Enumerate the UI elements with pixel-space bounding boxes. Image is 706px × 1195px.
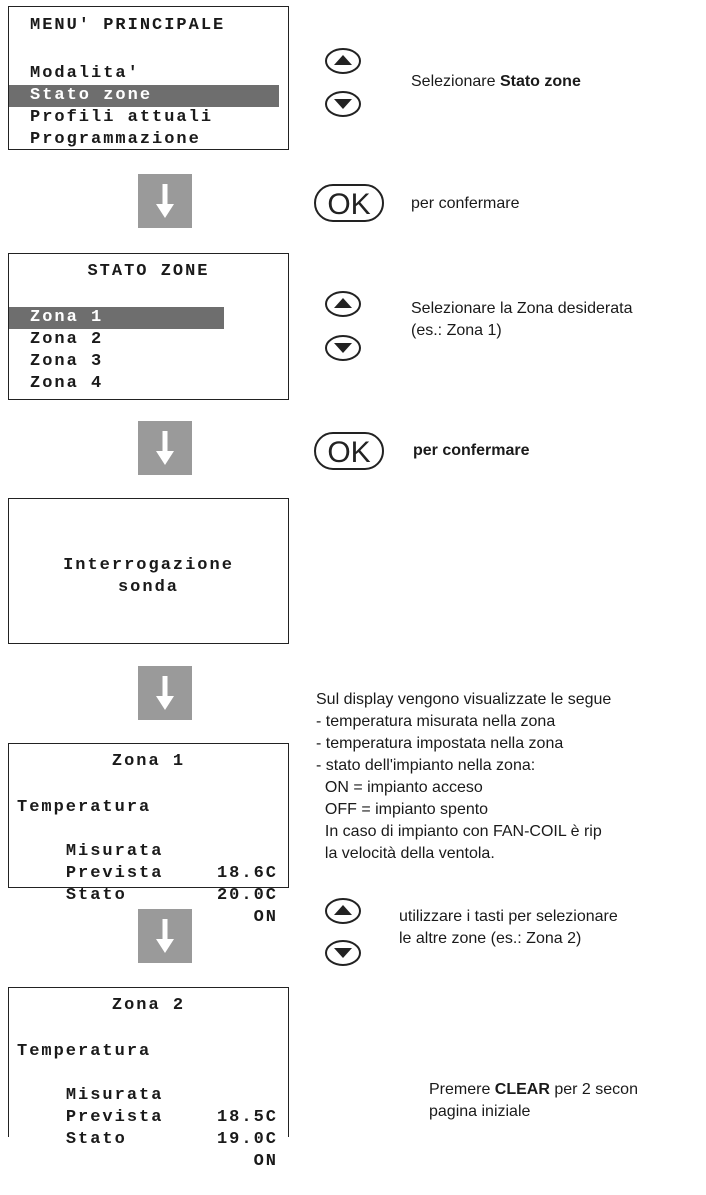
reading-row: Stato ON [9, 863, 288, 927]
flow-arrow-down-icon [138, 174, 192, 228]
flow-arrow-down-icon [138, 909, 192, 963]
reading-value: 19.0C [216, 1130, 278, 1149]
zone-item-3[interactable]: Zona 3 [30, 352, 104, 371]
lcd-heading: Temperatura [17, 798, 152, 817]
info-line: ON = impianto acceso [316, 779, 483, 796]
step5-line2: le altre zone (es.: Zona 2) [399, 930, 582, 947]
menu-item-programmazione[interactable]: Programmazione [30, 130, 201, 149]
step2-text: per confermare [411, 195, 520, 212]
up-button-icon[interactable] [314, 897, 374, 925]
lcd-title: Zona 1 [111, 752, 186, 771]
info-line: In caso di impianto con FAN-COIL è rip [316, 823, 602, 840]
lcd-line2: sonda [117, 578, 179, 597]
lcd-zona-2: Zona 2 Temperatura Misurata 18.5C Previs… [8, 987, 289, 1171]
step1-text: Selezionare Stato zone [411, 73, 581, 90]
flow-arrow-down-icon [138, 666, 192, 720]
reading-label: Prevista [65, 1108, 164, 1127]
reading-row: Misurata 18.6C [9, 819, 288, 883]
info-line: - temperatura impostata nella zona [316, 735, 564, 752]
up-button-icon[interactable] [314, 47, 374, 75]
info-line: Sul display vengono visualizzate le segu… [316, 691, 612, 708]
reading-label: Misurata [65, 842, 164, 861]
menu-item-profili-attuali[interactable]: Profili attuali [30, 108, 214, 127]
flow-arrow-down-icon [138, 421, 192, 475]
reading-row: Misurata 18.5C [9, 1063, 288, 1127]
info-line: OFF = impianto spento [316, 801, 489, 818]
zone-item-4[interactable]: Zona 4 [30, 374, 104, 393]
down-button-icon[interactable] [314, 939, 374, 967]
reading-row: Prevista 20.0C [9, 841, 288, 905]
step5-line1: utilizzare i tasti per selezionare [399, 908, 618, 925]
lcd-heading: Temperatura [17, 1042, 152, 1061]
ok-button-icon[interactable]: OK [313, 183, 385, 223]
zone-item-1[interactable]: Zona 1 [9, 307, 224, 329]
lcd-title: Zona 2 [111, 996, 186, 1015]
svg-text:OK: OK [327, 436, 370, 469]
reading-value: ON [253, 1152, 278, 1171]
lcd-menu-principale: MENU' PRINCIPALE Modalita' Stato zone Pr… [8, 6, 289, 150]
reading-row: Stato ON [9, 1107, 288, 1171]
reading-value: 18.5C [216, 1108, 278, 1127]
zone-item-2[interactable]: Zona 2 [30, 330, 104, 349]
reading-label: Misurata [65, 1086, 164, 1105]
menu-item-stato-zone[interactable]: Stato zone [9, 85, 279, 107]
down-button-icon[interactable] [314, 90, 374, 118]
lcd-title: MENU' PRINCIPALE [30, 16, 226, 35]
up-button-icon[interactable] [314, 290, 374, 318]
reading-row: Prevista 19.0C [9, 1085, 288, 1149]
step4-text: per confermare [413, 442, 530, 459]
step6-line2: pagina iniziale [429, 1103, 531, 1120]
menu-item-modalita[interactable]: Modalita' [30, 64, 140, 83]
svg-text:OK: OK [327, 188, 370, 221]
down-button-icon[interactable] [314, 334, 374, 362]
reading-label: Stato [65, 886, 127, 905]
step3-line1: Selezionare la Zona desiderata [411, 300, 633, 317]
reading-label: Stato [65, 1130, 127, 1149]
ok-button-icon[interactable]: OK [313, 431, 385, 471]
reading-label: Prevista [65, 864, 164, 883]
reading-value: 18.6C [216, 864, 278, 883]
lcd-line1: Interrogazione [63, 556, 234, 575]
lcd-interrogazione: Interrogazione sonda [8, 498, 289, 644]
reading-value: 20.0C [216, 886, 278, 905]
info-line: - stato dell'impianto nella zona: [316, 757, 536, 774]
step6-line1: Premere CLEAR per 2 secon [429, 1081, 638, 1098]
reading-value: ON [253, 908, 278, 927]
lcd-stato-zone: STATO ZONE Zona 1 Zona 2 Zona 3 Zona 4 [8, 253, 289, 400]
info-line: - temperatura misurata nella zona [316, 713, 556, 730]
lcd-zona-1: Zona 1 Temperatura Misurata 18.6C Previs… [8, 743, 289, 927]
step3-line2: (es.: Zona 1) [411, 322, 502, 339]
info-line: la velocità della ventola. [316, 845, 495, 862]
lcd-title: STATO ZONE [87, 262, 210, 281]
